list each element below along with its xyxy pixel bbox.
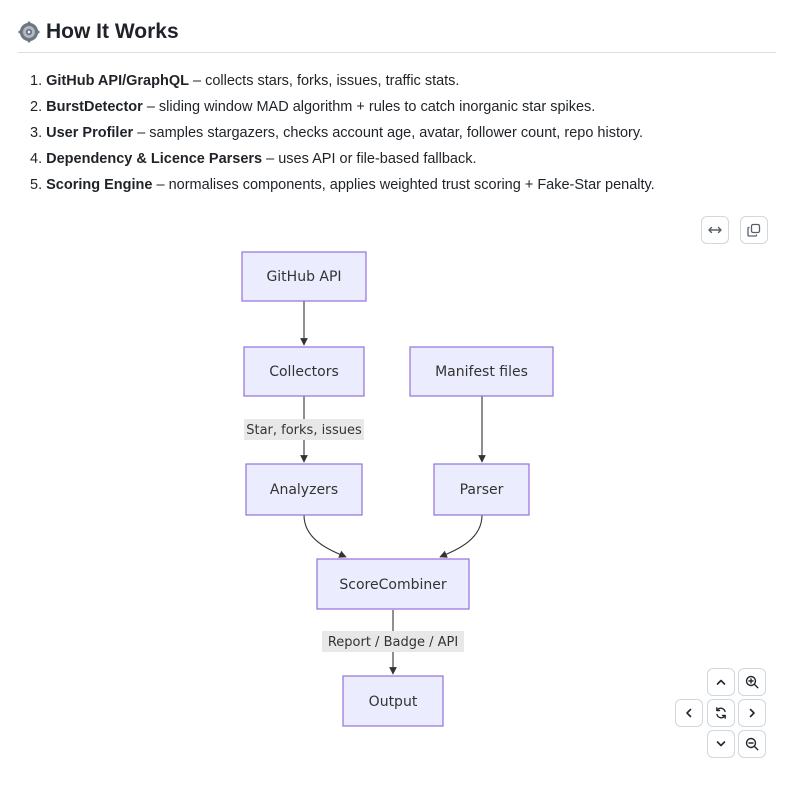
node-analyzers: Analyzers	[245, 463, 363, 516]
section-title: How It Works	[46, 20, 179, 43]
step-name: GitHub API/GraphQL	[46, 73, 189, 89]
zoom-out-button[interactable]	[738, 730, 766, 758]
step-description: – collects stars, forks, issues, traffic…	[188, 73, 460, 89]
step-name: Scoring Engine	[46, 177, 153, 193]
node-label: Collectors	[269, 364, 339, 380]
chevron-right-icon	[749, 708, 755, 718]
step-description: – uses API or file-based fallback.	[262, 151, 477, 167]
list-item: 3. User Profiler – samples stargazers, c…	[30, 120, 780, 146]
edge-label-report-badge-api: Report / Badge / API	[322, 631, 464, 652]
node-output: Output	[342, 675, 444, 727]
step-number: 2.	[30, 99, 43, 115]
step-name: Dependency & Licence Parsers	[46, 151, 263, 167]
expand-button[interactable]	[701, 216, 729, 244]
pan-down-button[interactable]	[707, 730, 735, 758]
reset-view-button[interactable]	[707, 699, 735, 727]
step-number: 4.	[30, 151, 43, 167]
gear-icon	[18, 21, 40, 43]
node-github-api: GitHub API	[241, 251, 367, 302]
step-name: User Profiler	[46, 125, 134, 141]
section-heading: How It Works	[18, 16, 776, 53]
edge-parser-to-combiner	[439, 514, 483, 558]
step-description: – samples stargazers, checks account age…	[133, 125, 644, 141]
node-label: ScoreCombiner	[339, 577, 446, 593]
pan-left-button[interactable]	[675, 699, 703, 727]
copy-icon	[747, 223, 761, 237]
list-item: 2. BurstDetector – sliding window MAD al…	[30, 94, 780, 120]
node-manifest-files: Manifest files	[409, 346, 554, 397]
step-number: 3.	[30, 125, 43, 141]
expand-horizontal-icon	[708, 226, 722, 234]
step-description: – normalises components, applies weighte…	[152, 177, 655, 193]
node-score-combiner: ScoreCombiner	[316, 558, 470, 610]
zoom-in-icon	[745, 675, 759, 689]
reset-icon	[716, 707, 726, 719]
node-parser: Parser	[433, 463, 530, 516]
node-collectors: Collectors	[243, 346, 365, 397]
copy-button[interactable]	[740, 216, 768, 244]
node-label: Parser	[460, 482, 504, 498]
step-number: 5.	[30, 177, 43, 193]
pan-up-button[interactable]	[707, 668, 735, 696]
list-item: 1. GitHub API/GraphQL – collects stars, …	[30, 68, 780, 94]
steps-list: 1. GitHub API/GraphQL – collects stars, …	[30, 68, 780, 198]
list-item: 4. Dependency & Licence Parsers – uses A…	[30, 146, 780, 172]
node-label: Manifest files	[435, 364, 528, 380]
edge-analyzers-to-combiner	[303, 514, 347, 558]
step-name: BurstDetector	[46, 99, 143, 115]
zoom-in-button[interactable]	[738, 668, 766, 696]
zoom-out-icon	[745, 737, 759, 751]
list-item: 5. Scoring Engine – normalises component…	[30, 172, 780, 198]
node-label: Analyzers	[270, 482, 338, 498]
chevron-left-icon	[686, 708, 692, 718]
node-label: GitHub API	[266, 269, 341, 285]
chevron-up-icon	[716, 679, 726, 685]
edge-label-text: Report / Badge / API	[328, 635, 458, 650]
chevron-down-icon	[716, 741, 726, 747]
edge-label-text: Star, forks, issues	[246, 423, 362, 438]
node-label: Output	[369, 694, 418, 710]
step-description: – sliding window MAD algorithm + rules t…	[142, 99, 596, 115]
pan-right-button[interactable]	[738, 699, 766, 727]
step-number: 1.	[30, 73, 43, 89]
edge-label-star-forks-issues: Star, forks, issues	[244, 419, 364, 440]
